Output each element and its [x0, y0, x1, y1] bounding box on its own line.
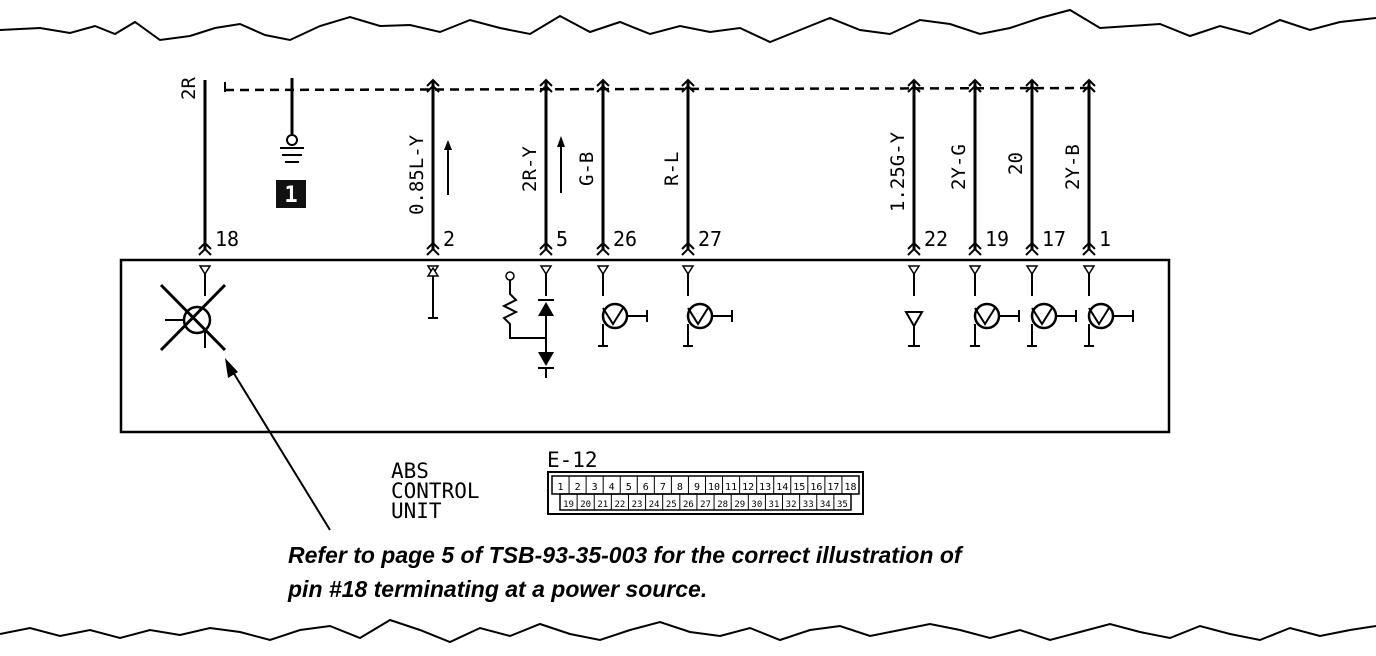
wire-19: 2Y-G 19: [948, 78, 1020, 347]
connector-pin: 15: [793, 482, 805, 493]
note-line-2: pin #18 terminating at a power source.: [288, 576, 708, 602]
unit-label: ABS CONTROL UNIT: [391, 459, 480, 523]
pin-number: 26: [613, 227, 637, 251]
connector-pin: 3: [592, 482, 598, 493]
connector-pin: 2: [575, 482, 581, 493]
pin-number: 1: [1099, 227, 1111, 251]
wire-26: G-B 26: [576, 78, 648, 347]
pin-number: 22: [924, 227, 948, 251]
pin-number: 17: [1042, 227, 1066, 251]
connector-pin: 31: [769, 500, 780, 510]
wire-1: 2Y-B 1: [1062, 78, 1134, 347]
arrow-up-icon: [557, 136, 565, 193]
connector-pin: 30: [751, 500, 762, 510]
svg-text:CONTROL: CONTROL: [391, 479, 480, 503]
wire-color-label: 0.85L-Y: [406, 134, 428, 215]
connector-pin: 18: [844, 482, 856, 493]
wire-22: 1.25G-Y 22: [887, 78, 948, 347]
connector-pin: 12: [742, 482, 754, 493]
wire-color-label: 2Y-B: [1062, 144, 1084, 190]
connector-pin: 10: [708, 482, 720, 493]
connector-pin: 20: [580, 500, 591, 510]
wire-color-label: 2R: [178, 77, 200, 100]
pin-number: 18: [215, 227, 239, 251]
wire-color-label: 2Y-G: [948, 144, 970, 190]
arrow-up-icon: [444, 140, 452, 195]
abs-unit-box: [119, 258, 1171, 434]
wire-color-label: R-L: [661, 152, 683, 186]
connector-pin: 34: [820, 500, 831, 510]
svg-text:ABS: ABS: [391, 459, 429, 483]
connector-pin: 4: [609, 482, 615, 493]
connector-pin: 23: [632, 500, 643, 510]
connector-id: E-12: [547, 448, 598, 472]
pin-number: 19: [985, 227, 1009, 251]
connector-pin: 5: [626, 482, 632, 493]
pin-number: 27: [698, 227, 722, 251]
ground-symbol: [280, 78, 304, 163]
connector-pin: 26: [683, 500, 694, 510]
connector-pin: 25: [666, 500, 677, 510]
connector-pin: 24: [649, 500, 660, 510]
pin-number: 5: [556, 227, 568, 251]
wire-color-label: 20: [1005, 152, 1027, 175]
connector-pin: 33: [803, 500, 814, 510]
connector-pin: 6: [643, 482, 649, 493]
ground-badge: 1: [276, 180, 306, 208]
connector-pin: 9: [694, 482, 700, 493]
connector-pin: 22: [614, 500, 625, 510]
connector-pin: 29: [734, 500, 745, 510]
connector-pin: 21: [597, 500, 608, 510]
svg-text:1: 1: [284, 183, 297, 208]
wire-2: 0.85L-Y 2: [406, 78, 455, 319]
service-note: Refer to page 5 of TSB-93-35-003 for the…: [288, 538, 1188, 606]
connector-pin: 17: [827, 482, 839, 493]
connector-pin: 27: [700, 500, 711, 510]
connector-pin: 13: [759, 482, 771, 493]
torn-edge-bottom: [0, 618, 1376, 644]
wire-color-label: G-B: [576, 152, 598, 186]
shield-dashed-line: [224, 86, 1096, 92]
note-line-1: Refer to page 5 of TSB-93-35-003 for the…: [288, 542, 962, 568]
connector-pin: 11: [725, 482, 737, 493]
callout-arrow: [225, 358, 331, 531]
pin-number: 2: [443, 227, 455, 251]
connector-pin: 8: [677, 482, 683, 493]
connector-pin: 19: [563, 500, 574, 510]
wire-color-label: 1.25G-Y: [887, 131, 909, 212]
connector-pin: 32: [786, 500, 797, 510]
connector-pin: 1: [558, 482, 564, 493]
connector-pin: 16: [810, 482, 822, 493]
svg-text:UNIT: UNIT: [391, 499, 442, 523]
connector-pin: 7: [660, 482, 666, 493]
wire-18: 2R 18: [159, 77, 239, 352]
wire-27: R-L 27: [661, 78, 733, 347]
connector-pin: 28: [717, 500, 728, 510]
connector-pin: 35: [837, 500, 848, 510]
wire-5: 2R-Y 5: [501, 78, 568, 378]
torn-edge-top: [0, 8, 1376, 44]
connector-pin: 14: [776, 482, 788, 493]
wire-color-label: 2R-Y: [519, 146, 541, 192]
